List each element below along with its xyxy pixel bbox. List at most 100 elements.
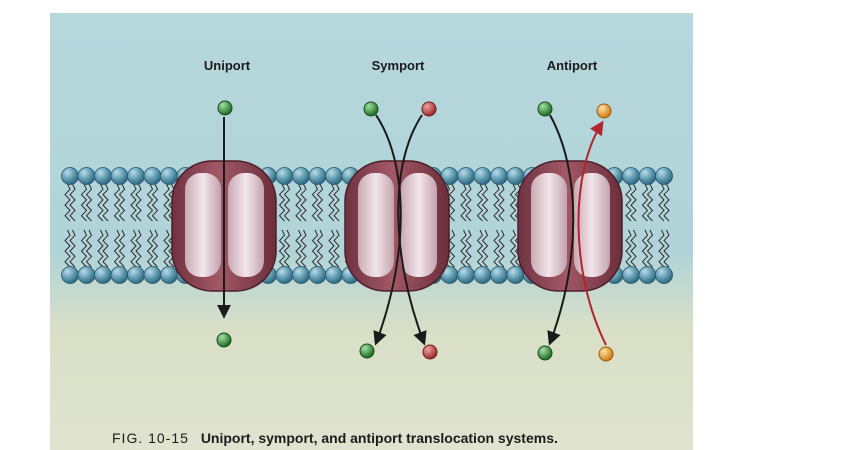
lipid-tail: [460, 229, 467, 268]
lipid-tail: [278, 229, 286, 268]
lipid-tail: [151, 183, 159, 222]
lipid-tail: [460, 183, 467, 222]
lipid-tail: [300, 229, 307, 268]
lipid-tail: [300, 183, 307, 222]
antiport-label: Antiport: [547, 58, 598, 73]
lipid-head: [622, 266, 640, 284]
lipid-tail: [163, 183, 170, 222]
lipid-tail: [146, 229, 154, 268]
uniport-label: Uniport: [204, 58, 251, 73]
lipid-head: [655, 266, 673, 284]
lipid-tail: [135, 229, 142, 268]
lipid-tail: [493, 229, 500, 268]
lipid-tail: [113, 229, 121, 268]
lipid-tail: [509, 229, 517, 268]
lipid-head: [292, 167, 310, 185]
lipid-head: [655, 167, 673, 185]
lipid-tail: [646, 229, 654, 268]
lipid-tail: [102, 183, 109, 222]
lipid-head: [275, 266, 294, 284]
lipid-tail: [118, 229, 126, 268]
lipid-tail: [625, 229, 632, 268]
lipid-head: [143, 266, 162, 284]
lipid-tail: [69, 229, 76, 268]
lipid-head: [638, 266, 657, 284]
lipid-head: [110, 167, 129, 185]
lipid-tail: [64, 229, 71, 268]
symport-protein: [344, 160, 450, 292]
lipid-tail: [333, 229, 340, 268]
lipid-tail: [476, 183, 484, 222]
lipid-tail: [476, 229, 484, 268]
lipid-tail: [328, 183, 335, 222]
lipid-tail: [283, 183, 291, 222]
lipid-tail: [333, 183, 340, 222]
lipid-tail: [102, 229, 109, 268]
lipid-tail: [498, 229, 505, 268]
lipid-tail: [113, 183, 121, 222]
lipid-tail: [481, 183, 489, 222]
symport-solute-a-inside: [359, 343, 375, 359]
lipid-head: [308, 266, 327, 284]
lipid-tail: [130, 183, 137, 222]
lipid-tail: [646, 183, 654, 222]
lipid-tail: [64, 183, 71, 222]
lipid-head: [506, 167, 525, 185]
lipid-tail: [80, 229, 88, 268]
lipid-tail: [641, 183, 649, 222]
symport-label: Symport: [372, 58, 425, 73]
lipid-tail: [85, 229, 93, 268]
lipid-head: [325, 167, 343, 185]
lipid-tail: [465, 183, 472, 222]
lipid-tail: [493, 183, 500, 222]
lipid-tail: [625, 183, 632, 222]
lipid-tail: [85, 183, 93, 222]
lipid-tail: [328, 229, 335, 268]
antiport-solute-b-inside: [598, 346, 614, 362]
lipid-tail: [465, 229, 472, 268]
lipid-tail: [498, 183, 505, 222]
symport-arrow-right: [397, 114, 427, 346]
lipid-tail: [311, 183, 319, 222]
antiport-solute-a-outside: [537, 101, 553, 117]
lipid-tail: [97, 229, 104, 268]
antiport-arrow-in: [547, 114, 575, 346]
lipid-head: [622, 167, 640, 185]
lipid-head: [457, 167, 475, 185]
lipid-tail: [97, 183, 104, 222]
figure-caption: FIG. 10-15 Uniport, symport, and antipor…: [112, 430, 558, 446]
lipid-head: [308, 167, 327, 185]
lipid-tail: [316, 229, 324, 268]
lipid-tail: [448, 183, 456, 222]
lipid-tail: [663, 183, 670, 222]
lipid-head: [325, 266, 343, 284]
lipid-head: [127, 266, 145, 284]
lipid-head: [292, 266, 310, 284]
antiport-arrow-out: [577, 120, 607, 346]
lipid-head: [110, 266, 129, 284]
lipid-head: [457, 266, 475, 284]
symport-solute-b-outside: [421, 101, 437, 117]
lipid-head: [143, 167, 162, 185]
antiport-protein: [517, 160, 623, 292]
lipid-tail: [448, 229, 456, 268]
lipid-head: [160, 266, 178, 284]
lipid-tail: [295, 229, 302, 268]
lipid-tail: [118, 183, 126, 222]
lipid-tail: [311, 229, 319, 268]
symport-solute-b-inside: [422, 344, 438, 360]
lipid-tail: [151, 229, 159, 268]
lipid-tail: [658, 229, 665, 268]
antiport-solute-a-inside: [537, 345, 553, 361]
lipid-tail: [130, 229, 137, 268]
lipid-head: [160, 167, 178, 185]
lipid-head: [638, 167, 657, 185]
lipid-tail: [316, 183, 324, 222]
lipid-head: [77, 167, 96, 185]
lipid-tail: [630, 183, 637, 222]
lipid-tail: [641, 229, 649, 268]
lipid-tail: [146, 183, 154, 222]
antiport-solute-b-outside: [596, 103, 612, 119]
lipid-head: [94, 167, 112, 185]
lipid-head: [61, 266, 79, 284]
